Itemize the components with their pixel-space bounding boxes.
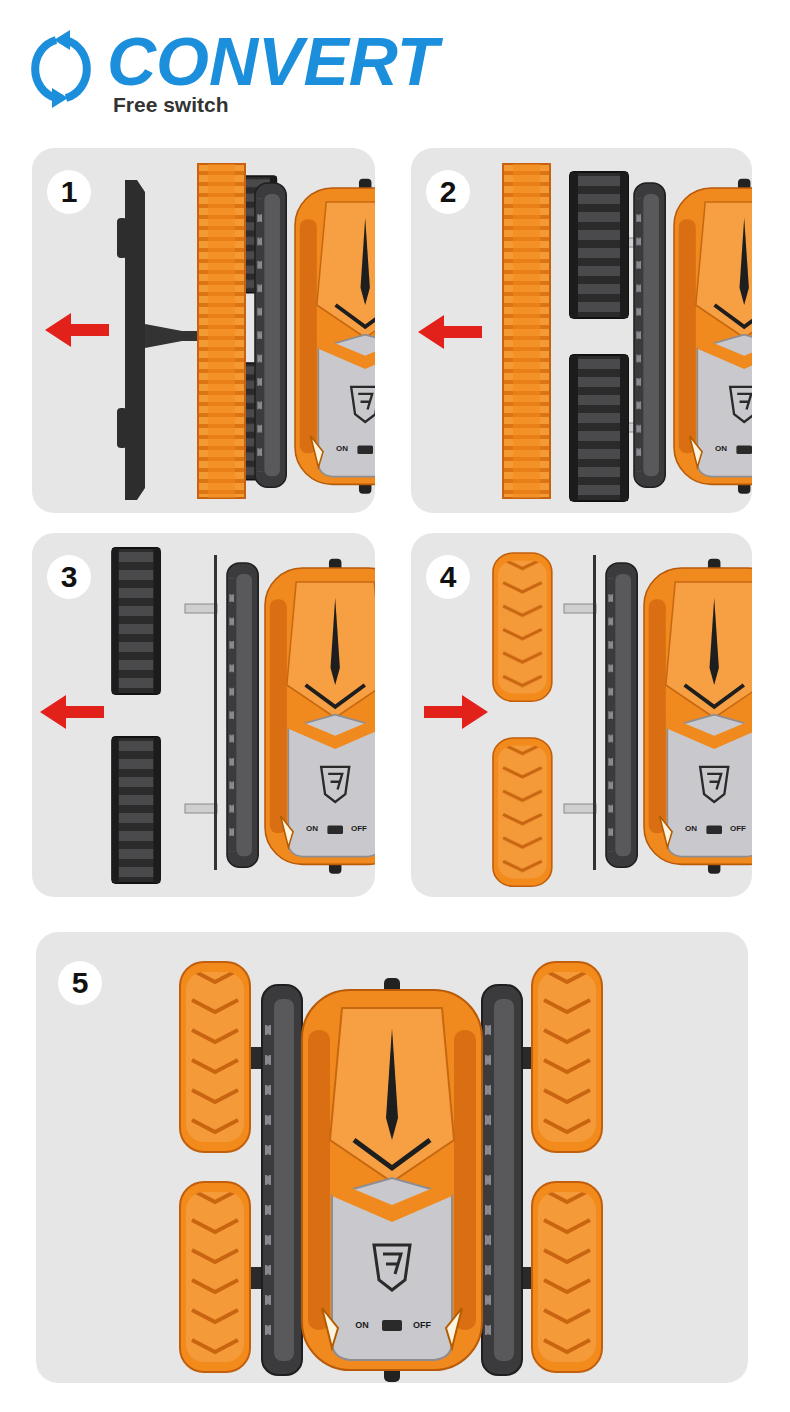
step-panel: 5ON OFF [36,932,748,1383]
step-number: 2 [426,170,470,214]
switch-label: OFF [730,825,746,833]
subtitle: Free switch [113,93,229,117]
illustration-part [185,804,217,813]
step-panel: 4ON OFF [411,533,752,897]
illustration-part [634,183,665,487]
switch-label: ON [336,445,348,453]
illustration-part [564,804,596,813]
illustration-part [564,604,596,613]
illustration-part [570,172,628,318]
switch-label: OFF [351,825,367,833]
illustration-part [570,355,628,501]
illustration-part [117,180,197,500]
illustration-part [424,695,488,729]
illustration-part [54,30,70,50]
illustration-part [493,553,552,701]
illustration-part [503,164,550,498]
illustration-part [52,88,68,108]
illustration-part [45,313,109,347]
step-panel: 2ON [411,148,752,513]
step-number: 4 [426,555,470,599]
car-illustration [36,932,748,1383]
switch-label: ON [715,445,727,453]
step-panel: 3ON OFF [32,533,375,897]
illustration-part [180,962,250,1152]
illustration-part [593,555,596,870]
illustration-part [112,737,160,883]
illustration-part [214,555,217,870]
switch-label: ON [355,1321,369,1330]
illustration-part [227,563,258,867]
step-panel: 1ON [32,148,375,513]
step-number: 1 [47,170,91,214]
illustration-part [180,1182,250,1372]
switch-label: OFF [413,1321,431,1330]
illustration-part [606,563,637,867]
illustration-part [674,179,752,494]
illustration-part [532,1182,602,1372]
step-number: 5 [58,961,102,1005]
illustration-part [493,738,552,886]
illustration-part [265,559,375,874]
switch-label: ON [306,825,318,833]
illustration-part [198,164,245,498]
title-text: CONVERT [107,23,438,99]
illustration-part [112,548,160,694]
step-number: 3 [47,555,91,599]
illustration-part [262,985,302,1375]
switch-label: ON [685,825,697,833]
illustration-part [644,559,752,874]
convert-icon [26,28,96,108]
illustration-part [185,604,217,613]
illustration-part [255,183,286,487]
illustration-part [532,962,602,1152]
illustration-part [302,978,482,1382]
illustration-part [482,985,522,1375]
illustration-part [295,179,375,494]
illustration-part [40,695,104,729]
illustration-part [418,315,482,349]
